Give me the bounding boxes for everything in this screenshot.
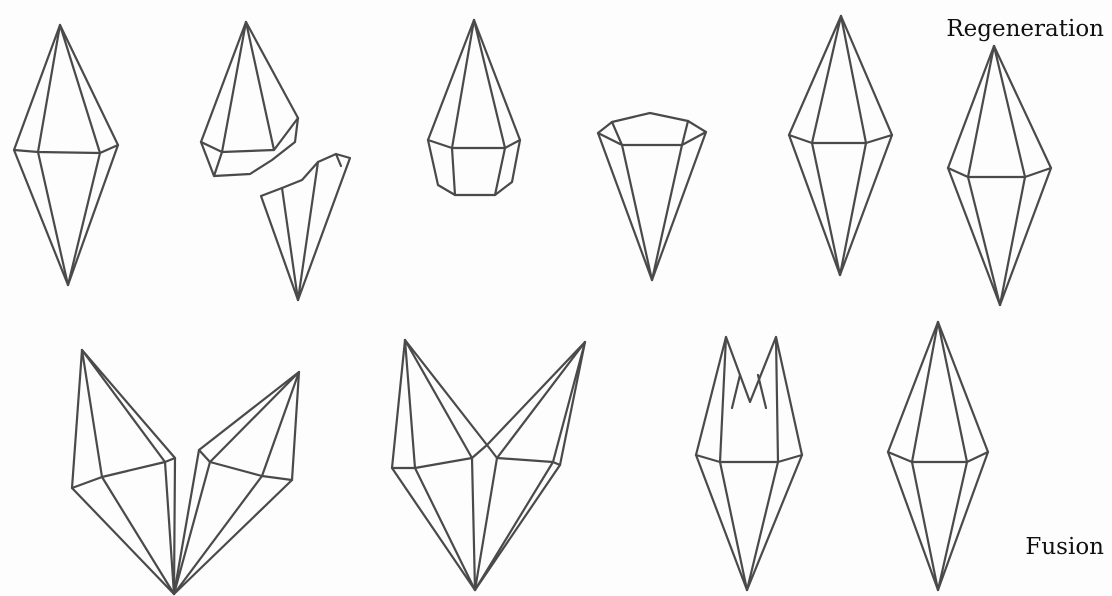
fusion-label: Fusion: [1025, 534, 1104, 560]
regeneration-label: Regeneration: [946, 16, 1104, 42]
crystal-intact: [14, 25, 118, 285]
crystal-regenerated-a: [789, 16, 892, 275]
crystal-broken-lower: [261, 154, 350, 300]
crystal-split-top: [696, 337, 802, 590]
crystal-broken-upper: [201, 22, 298, 176]
crystal-pair-separate: [72, 350, 299, 594]
crystal-fused: [888, 322, 988, 590]
crystal-pair-fused: [392, 340, 585, 590]
crystal-lower-half: [598, 113, 706, 280]
crystal-upper-half: [428, 20, 520, 195]
crystal-regenerated-b: [948, 46, 1051, 305]
